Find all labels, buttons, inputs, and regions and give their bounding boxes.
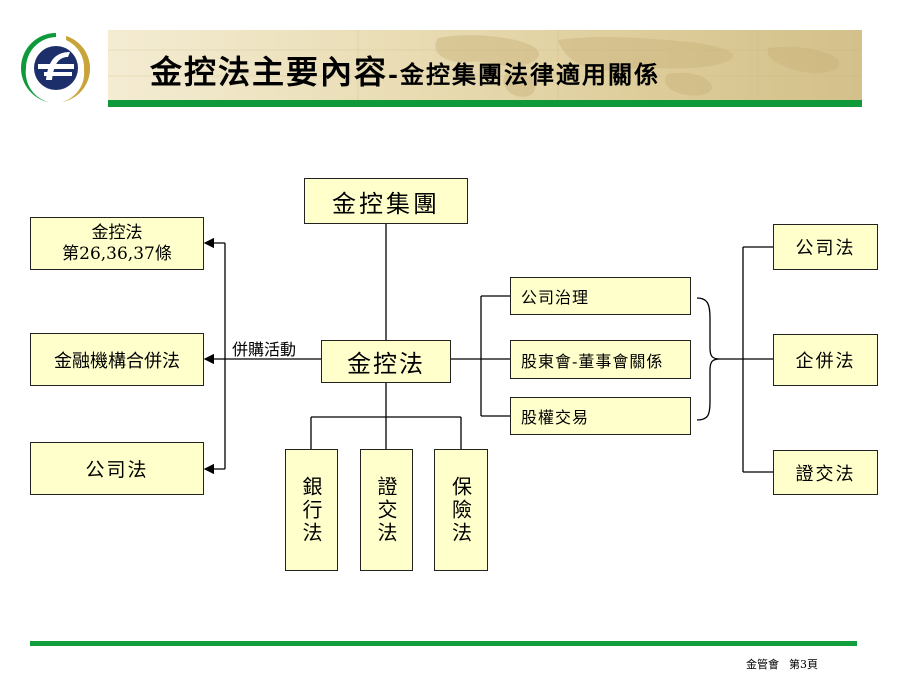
title-main: 金控法主要內容 [150, 53, 389, 91]
node-fhc-group-label: 金控集團 [332, 189, 440, 218]
header-banner [108, 30, 862, 100]
fsc-logo-icon [20, 33, 91, 103]
node-company-act-left: 公司法 [30, 442, 204, 495]
node-securities-act-label: 證交法 [374, 475, 398, 545]
node-fhc-act-center-label: 金控法 [347, 350, 425, 378]
node-banking-act: 銀行法 [285, 449, 338, 571]
node-fi-merger-act-label: 金融機構合併法 [54, 350, 180, 372]
title-subtitle: -金控集團法律適用關係 [388, 60, 660, 89]
node-equity-trading: 股權交易 [510, 397, 691, 435]
node-fhc-act-articles-line2: 第26,36,37條 [62, 243, 172, 264]
node-securities-exchange-act: 證交法 [773, 450, 878, 495]
footer-org: 金管會 [746, 658, 779, 671]
header-rule [108, 100, 862, 107]
node-fhc-group: 金控集團 [304, 178, 468, 224]
node-company-act-left-label: 公司法 [85, 459, 149, 481]
node-insurance-act: 保險法 [434, 449, 488, 571]
node-banking-act-label: 銀行法 [299, 475, 323, 545]
node-securities-act: 證交法 [360, 449, 413, 571]
node-fhc-act-articles-line1: 金控法 [91, 223, 143, 244]
node-corp-governance: 公司治理 [510, 277, 691, 315]
node-corp-governance-label: 公司治理 [521, 288, 590, 307]
node-enterprise-merger-act-label: 企併法 [795, 351, 856, 372]
footer: 金管會第3頁 [746, 656, 828, 672]
node-company-act-right: 公司法 [773, 224, 878, 270]
node-securities-exchange-act-label: 證交法 [795, 463, 856, 485]
node-enterprise-merger-act: 企併法 [773, 334, 878, 386]
page-title: 金控法主要內容-金控集團法律適用關係 [150, 56, 660, 88]
node-fhc-act-center: 金控法 [321, 340, 451, 383]
merger-activity-label: 併購活動 [232, 340, 297, 359]
footer-page-number: 第3頁 [789, 658, 818, 671]
node-shareholder-board-label: 股東會-董事會關係 [521, 351, 664, 371]
node-fi-merger-act: 金融機構合併法 [30, 333, 204, 386]
node-fhc-act-articles: 金控法 第26,36,37條 [30, 217, 204, 270]
node-shareholder-board: 股東會-董事會關係 [510, 340, 691, 379]
node-equity-trading-label: 股權交易 [521, 408, 590, 427]
footer-rule [30, 641, 857, 646]
node-insurance-act-label: 保險法 [448, 475, 473, 545]
node-company-act-right-label: 公司法 [795, 238, 856, 259]
world-map-watermark [108, 30, 862, 100]
